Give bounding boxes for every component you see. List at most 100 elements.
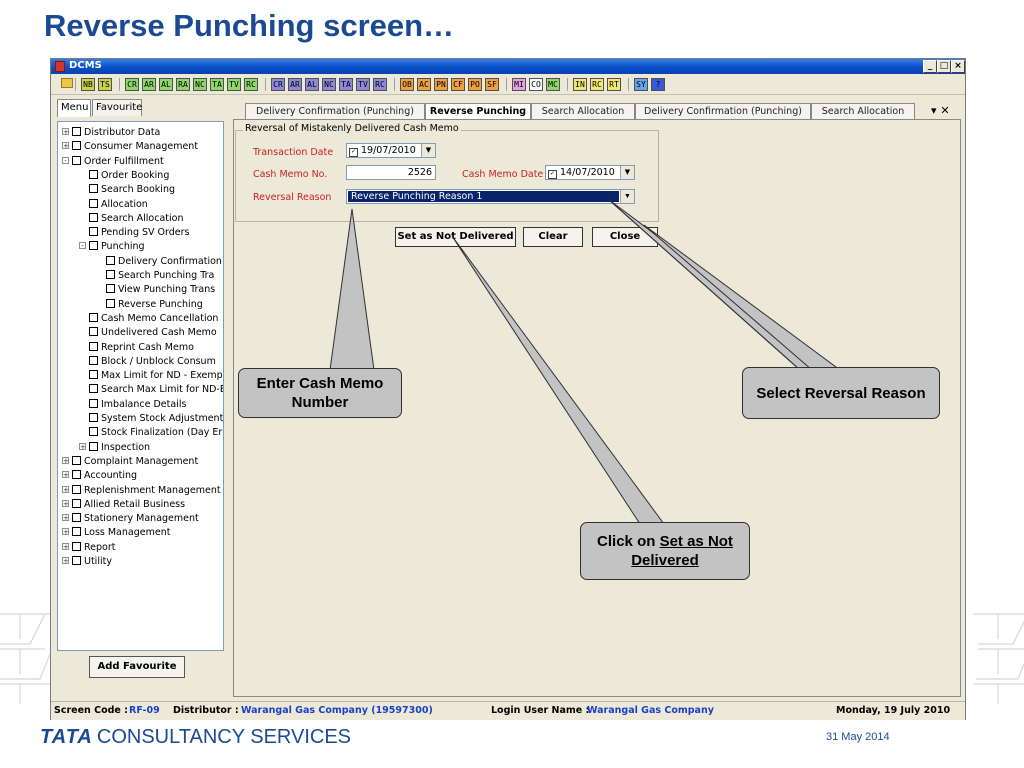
dropdown-arrow-icon[interactable]: ▼	[620, 190, 634, 203]
tree-node[interactable]: +Allied Retail Business	[62, 498, 185, 512]
tree-checkbox[interactable]	[89, 327, 98, 337]
toolbar-button-co[interactable]: CO	[529, 78, 543, 91]
tree-node[interactable]: Search Punching Tra	[96, 269, 214, 283]
set-as-not-delivered-button[interactable]: Set as Not Delivered	[395, 227, 516, 247]
tree-checkbox[interactable]	[72, 155, 81, 165]
tree-node[interactable]: View Punching Trans	[96, 283, 215, 297]
tree-node[interactable]: -Punching	[79, 240, 145, 254]
tree-checkbox[interactable]	[89, 169, 98, 179]
tree-node[interactable]: +Inspection	[79, 441, 150, 455]
tree-node[interactable]: Stock Finalization (Day Er	[79, 426, 222, 440]
transaction-date-picker[interactable]: ✓19/07/2010 ▼	[346, 143, 436, 158]
tree-checkbox[interactable]	[89, 370, 98, 380]
toolbar-button-mi[interactable]: MI	[512, 78, 526, 91]
tree-checkbox[interactable]	[72, 127, 81, 136]
cash-memo-date-picker[interactable]: ✓14/07/2010 ▼	[545, 165, 635, 180]
toolbar-button-mc[interactable]: MC	[546, 78, 560, 91]
toolbar-button-cr[interactable]: CR	[125, 78, 139, 91]
tab-reverse-punching[interactable]: Reverse Punching	[425, 103, 531, 121]
tree-checkbox[interactable]	[89, 413, 98, 422]
toolbar-button-ar[interactable]: AR	[142, 78, 156, 91]
toolbar-button-ar[interactable]: AR	[288, 78, 302, 91]
dropdown-arrow-icon[interactable]: ▼	[620, 166, 634, 179]
expand-icon[interactable]: +	[62, 557, 69, 565]
tree-checkbox[interactable]	[89, 241, 98, 251]
tree-checkbox[interactable]	[72, 470, 81, 480]
tree-node[interactable]: +Complaint Management	[62, 455, 198, 469]
checkbox-checked-icon[interactable]: ✓	[548, 170, 557, 179]
tree-node[interactable]: -Order Fulfillment	[62, 155, 164, 169]
close-window-button[interactable]: ×	[951, 60, 965, 73]
tree-checkbox[interactable]	[89, 427, 98, 437]
tree-node[interactable]: +Stationery Management	[62, 512, 199, 526]
expand-icon[interactable]: +	[62, 514, 69, 523]
toolbar-button-ac[interactable]: AC	[417, 78, 431, 91]
expand-icon[interactable]: +	[62, 128, 69, 136]
toolbar-button-rc[interactable]: RC	[373, 78, 387, 91]
tree-node[interactable]: Order Booking	[79, 169, 169, 183]
tree-node[interactable]: +Utility	[62, 555, 112, 569]
tree-checkbox[interactable]	[72, 513, 81, 523]
clear-button[interactable]: Clear	[523, 227, 583, 247]
tree-node[interactable]: +Report	[62, 541, 116, 555]
checkbox-checked-icon[interactable]: ✓	[349, 148, 358, 157]
expand-icon[interactable]: +	[62, 142, 69, 151]
tree-node[interactable]: Max Limit for ND - Exempt	[79, 369, 223, 383]
tree-checkbox[interactable]	[72, 541, 81, 551]
tree-checkbox[interactable]	[72, 498, 81, 508]
tab-delivery-confirmation-2[interactable]: Delivery Confirmation (Punching)	[635, 103, 811, 120]
expand-icon[interactable]: +	[79, 442, 86, 451]
tree-node[interactable]: Reverse Punching	[96, 298, 203, 312]
toolbar-button-cf[interactable]: CF	[451, 78, 465, 91]
tree-node[interactable]: Search Max Limit for ND-E	[79, 383, 223, 397]
expand-icon[interactable]: +	[62, 456, 69, 465]
close-button[interactable]: Close	[592, 227, 658, 247]
tree-node[interactable]: Allocation	[79, 198, 148, 212]
tree-node[interactable]: Pending SV Orders	[79, 226, 190, 240]
toolbar-button-al[interactable]: AL	[305, 78, 319, 91]
tree-node[interactable]: Imbalance Details	[79, 398, 186, 412]
tree-checkbox[interactable]	[89, 184, 98, 194]
tree-node[interactable]: Block / Unblock Consum	[79, 355, 216, 369]
tree-checkbox[interactable]	[89, 355, 98, 365]
expand-icon[interactable]: +	[62, 471, 69, 480]
tab-controls-icon[interactable]: ▾ ✕	[931, 104, 950, 117]
tree-checkbox[interactable]	[89, 341, 98, 351]
reversal-reason-select[interactable]: Reverse Punching Reason 1 ▼	[346, 189, 635, 204]
toolbar-button-ta[interactable]: TA	[210, 78, 224, 91]
toolbar-button-help[interactable]: ?	[651, 78, 665, 91]
tree-node[interactable]: System Stock Adjustment	[79, 412, 223, 426]
tree-checkbox[interactable]	[89, 198, 98, 208]
toolbar-button-tv[interactable]: TV	[356, 78, 370, 91]
tree-node[interactable]: Delivery Confirmation	[96, 255, 222, 269]
minimize-button[interactable]: _	[923, 60, 937, 73]
folder-icon[interactable]	[61, 78, 73, 88]
tree-checkbox[interactable]	[106, 270, 115, 279]
tree-checkbox[interactable]	[72, 527, 81, 537]
tab-search-allocation-2[interactable]: Search Allocation	[811, 103, 915, 120]
tree-checkbox[interactable]	[72, 556, 81, 565]
expand-icon[interactable]: +	[62, 499, 69, 508]
dropdown-arrow-icon[interactable]: ▼	[421, 144, 435, 157]
tab-favourite[interactable]: Favourite	[92, 99, 142, 116]
tree-node[interactable]: Undelivered Cash Memo	[79, 326, 217, 340]
maximize-button[interactable]: □	[937, 60, 951, 73]
tree-checkbox[interactable]	[89, 384, 98, 394]
cash-memo-no-input[interactable]: 2526	[346, 165, 436, 180]
tree-node[interactable]: +Replenishment Management	[62, 484, 221, 498]
collapse-icon[interactable]: -	[62, 156, 69, 164]
toolbar-button-nb[interactable]: NB	[81, 78, 95, 91]
expand-icon[interactable]: +	[62, 485, 69, 494]
toolbar-button-ob[interactable]: OB	[400, 78, 414, 91]
add-favourite-button[interactable]: Add Favourite	[89, 656, 185, 678]
tab-menu[interactable]: Menu	[57, 99, 91, 117]
tab-search-allocation[interactable]: Search Allocation	[531, 103, 635, 120]
toolbar-button-rc[interactable]: RC	[590, 78, 604, 91]
toolbar-button-rc[interactable]: RC	[244, 78, 258, 91]
tree-checkbox[interactable]	[106, 298, 115, 308]
tree-checkbox[interactable]	[89, 441, 98, 451]
toolbar-button-cr[interactable]: CR	[271, 78, 285, 91]
toolbar-button-tv[interactable]: TV	[227, 78, 241, 91]
tree-checkbox[interactable]	[72, 141, 81, 151]
tree-checkbox[interactable]	[89, 398, 98, 408]
